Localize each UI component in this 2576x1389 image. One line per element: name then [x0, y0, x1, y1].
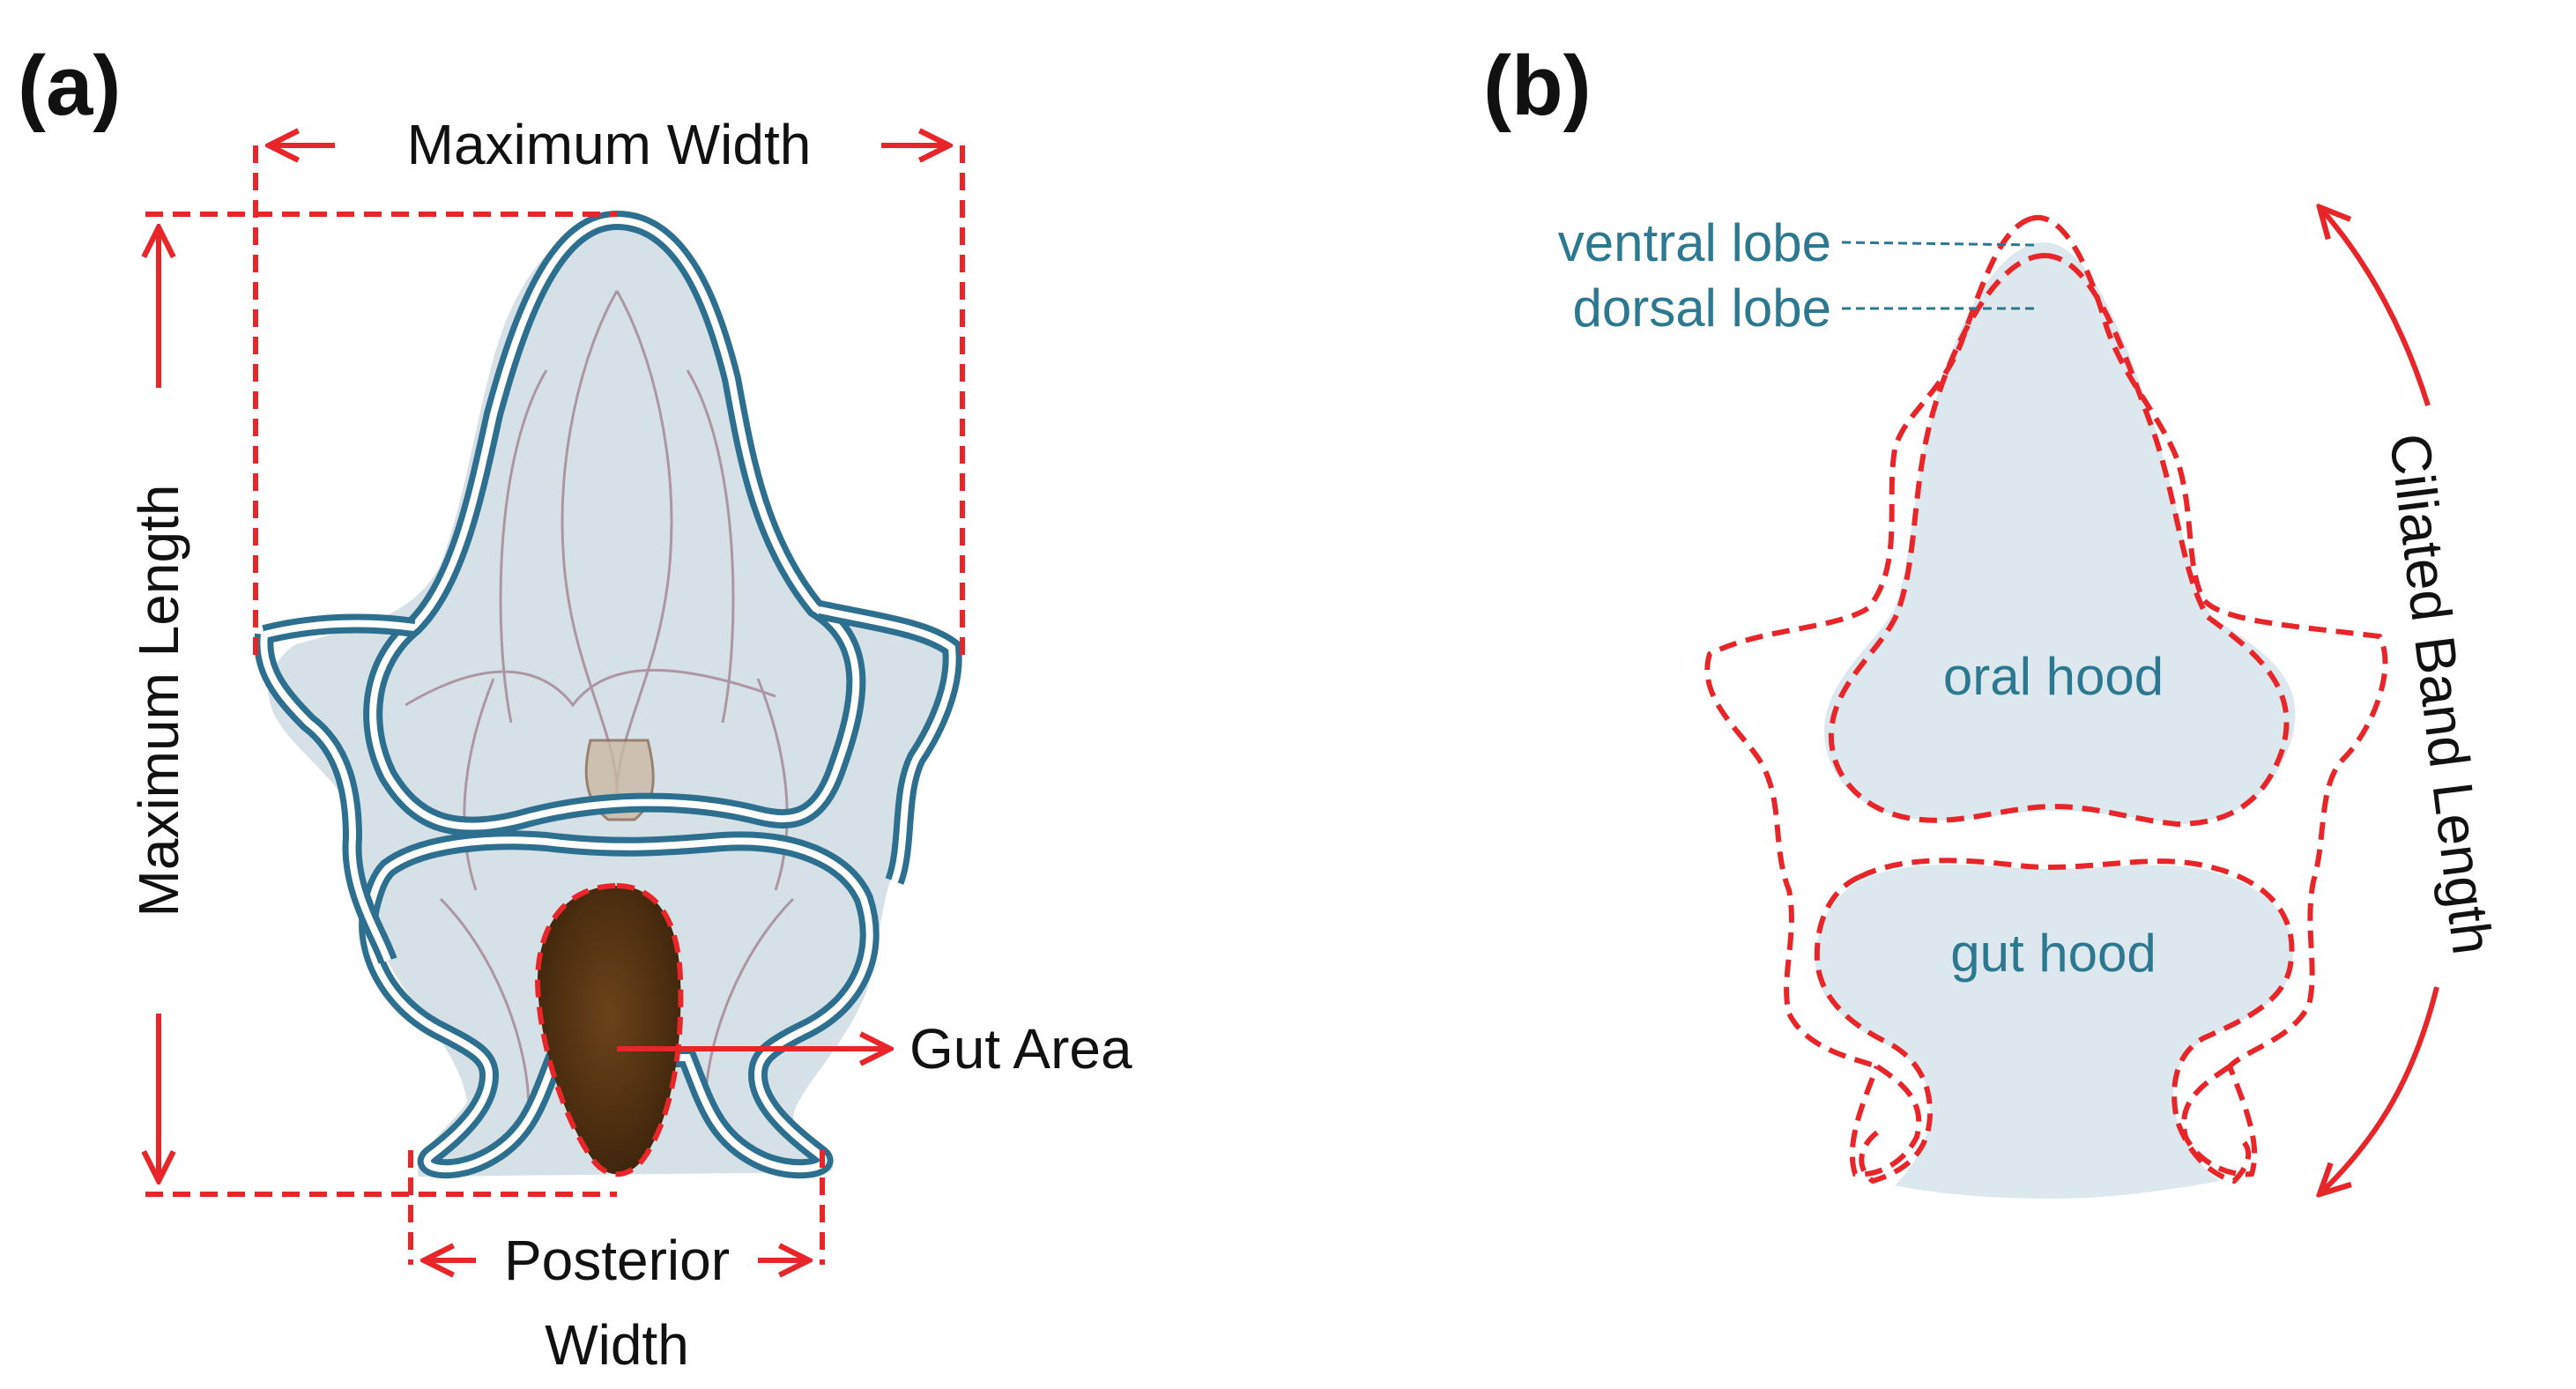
max-width-label: Maximum Width	[407, 113, 812, 176]
ciliated-band-length-label: Ciliated Band Length	[2378, 430, 2505, 958]
max-width-measure: Maximum Width	[253, 113, 965, 657]
gut-hood-label: gut hood	[1950, 924, 2157, 983]
ventral-lobe-callout: ventral lobe	[1558, 213, 2037, 272]
oral-hood-label: oral hood	[1943, 647, 2164, 706]
panel-b: (b) ventral lobe dorsal lobe oral hood	[1483, 39, 2505, 1199]
schematic-outlines	[1704, 214, 2388, 1185]
max-length-label: Maximum Length	[127, 485, 190, 917]
schematic-body	[1815, 242, 2296, 1199]
dorsal-lobe-callout: dorsal lobe	[1572, 279, 2036, 338]
ciliated-band-measure: Ciliated Band Length	[2320, 207, 2505, 1194]
posterior-width-label-line2: Width	[545, 1313, 689, 1377]
posterior-width-label-line1: Posterior	[504, 1229, 730, 1292]
panel-a: (a)	[18, 39, 1132, 1377]
gut-area-measure: Gut Area	[617, 1017, 1132, 1081]
dorsal-lobe-label: dorsal lobe	[1572, 279, 1831, 338]
panel-a-label: (a)	[18, 39, 121, 133]
ventral-lobe-label: ventral lobe	[1558, 213, 1831, 272]
panel-b-label: (b)	[1483, 39, 1592, 133]
gut	[534, 882, 684, 1177]
gut-area-label: Gut Area	[909, 1017, 1132, 1081]
posterior-width-measure: Posterior Width	[408, 1150, 825, 1377]
hood-outlines	[254, 210, 962, 1179]
max-length-measure: Maximum Length	[127, 212, 617, 1197]
